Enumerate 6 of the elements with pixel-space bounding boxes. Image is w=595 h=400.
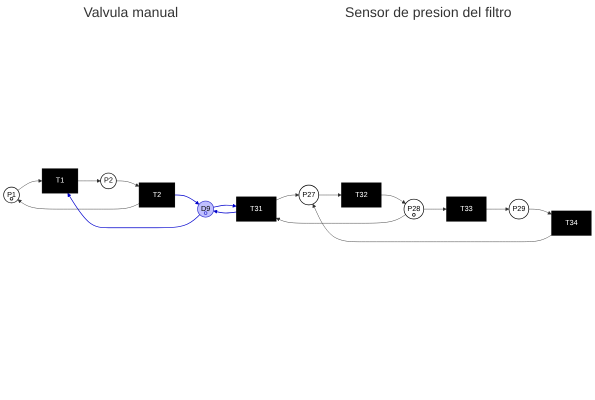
annotation-text: Valvula manual bbox=[83, 4, 178, 20]
annotation-text: Sensor de presion del filtro bbox=[345, 4, 512, 20]
arrow bbox=[174, 194, 200, 204]
arrow bbox=[67, 192, 200, 228]
arrow bbox=[213, 210, 237, 214]
arrow bbox=[213, 203, 237, 208]
